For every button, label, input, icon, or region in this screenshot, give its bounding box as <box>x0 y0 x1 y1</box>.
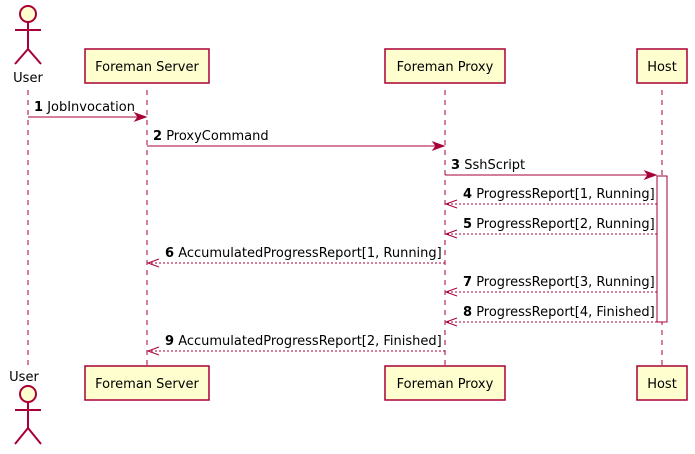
message-8: 8 ProgressReport[4, Finished] <box>444 305 657 327</box>
message-2: 2 ProxyCommand <box>147 129 446 152</box>
message-7: 7 ProgressReport[3, Running] <box>444 275 657 297</box>
actor-label-user-top: User <box>13 71 43 86</box>
participant-label-host-bottom: Host <box>647 377 677 392</box>
arrowhead-icon <box>431 140 446 152</box>
participant-server-top: Foreman Server <box>84 48 210 84</box>
participant-server-bottom: Foreman Server <box>84 365 210 401</box>
participant-label-proxy-bottom: Foreman Proxy <box>397 377 494 392</box>
arrowhead-icon <box>146 346 160 356</box>
message-label: AccumulatedProgressReport[1, Running] <box>178 246 442 261</box>
participant-label-proxy-top: Foreman Proxy <box>397 60 494 75</box>
message-label: AccumulatedProgressReport[2, Finished] <box>178 334 442 349</box>
participant-label-host-top: Host <box>647 60 677 75</box>
message-number: 8 <box>463 305 472 320</box>
message-label: SshScript <box>464 158 525 173</box>
message-label: ProgressReport[4, Finished] <box>476 305 655 320</box>
participant-box <box>384 365 506 401</box>
message-4: 4 ProgressReport[1, Running] <box>444 187 657 209</box>
message-3: 3 SshScript <box>445 158 658 181</box>
actor-head-icon <box>19 385 37 403</box>
actor-body-icon <box>14 402 42 445</box>
actor-head-icon <box>19 5 37 23</box>
participant-proxy-top: Foreman Proxy <box>384 48 506 84</box>
actor-label-user-bottom: User <box>9 370 39 385</box>
participant-box <box>84 365 210 401</box>
participant-proxy-bottom: Foreman Proxy <box>384 365 506 401</box>
message-number: 4 <box>463 187 472 202</box>
participant-box <box>84 48 210 84</box>
message-label: JobInvocation <box>46 100 135 115</box>
arrowhead-icon <box>444 199 458 209</box>
actor-user-bottom: User <box>9 370 42 445</box>
participant-box <box>636 48 688 84</box>
participant-box <box>384 48 506 84</box>
activation-bar-host <box>656 175 668 323</box>
message-9: 9 AccumulatedProgressReport[2, Finished] <box>146 334 445 356</box>
arrowhead-icon <box>643 169 658 181</box>
arrowhead-icon <box>133 111 148 123</box>
message-number: 9 <box>165 334 174 349</box>
message-number: 2 <box>153 129 162 144</box>
message-label: ProgressReport[3, Running] <box>476 275 655 290</box>
arrowhead-icon <box>146 258 160 268</box>
message-6: 6 AccumulatedProgressReport[1, Running] <box>146 246 445 268</box>
message-1: 1 JobInvocation <box>28 100 148 123</box>
message-label: ProgressReport[2, Running] <box>476 217 655 232</box>
svg-text:1 JobInvocation: 1 JobInvocation <box>34 100 135 115</box>
svg-text:8 ProgressReport[4, Finished]: 8 ProgressReport[4, Finished] <box>463 305 655 320</box>
arrowhead-icon <box>444 287 458 297</box>
svg-text:3 SshScript: 3 SshScript <box>451 158 525 173</box>
message-number: 3 <box>451 158 460 173</box>
svg-text:4 ProgressReport[1, Running]: 4 ProgressReport[1, Running] <box>463 187 655 202</box>
svg-text:7 ProgressReport[3, Running]: 7 ProgressReport[3, Running] <box>463 275 655 290</box>
svg-text:9 AccumulatedProgressReport[2,: 9 AccumulatedProgressReport[2, Finished] <box>165 334 442 349</box>
message-number: 1 <box>34 100 43 115</box>
message-number: 7 <box>463 275 472 290</box>
arrowhead-icon <box>444 317 458 327</box>
participant-label-server-top: Foreman Server <box>95 60 199 75</box>
svg-text:6 AccumulatedProgressReport[1,: 6 AccumulatedProgressReport[1, Running] <box>165 246 442 261</box>
message-label: ProgressReport[1, Running] <box>476 187 655 202</box>
message-5: 5 ProgressReport[2, Running] <box>444 217 657 239</box>
message-number: 6 <box>165 246 174 261</box>
svg-text:5 ProgressReport[2, Running]: 5 ProgressReport[2, Running] <box>463 217 655 232</box>
svg-text:2 ProxyCommand: 2 ProxyCommand <box>153 129 269 144</box>
participant-host-bottom: Host <box>636 365 688 401</box>
actor-body-icon <box>14 22 42 65</box>
arrowhead-icon <box>444 229 458 239</box>
participant-label-server-bottom: Foreman Server <box>95 377 199 392</box>
actor-user-top: User <box>13 5 43 86</box>
participant-host-top: Host <box>636 48 688 84</box>
participant-box <box>636 365 688 401</box>
message-label: ProxyCommand <box>166 129 268 144</box>
message-number: 5 <box>463 217 472 232</box>
